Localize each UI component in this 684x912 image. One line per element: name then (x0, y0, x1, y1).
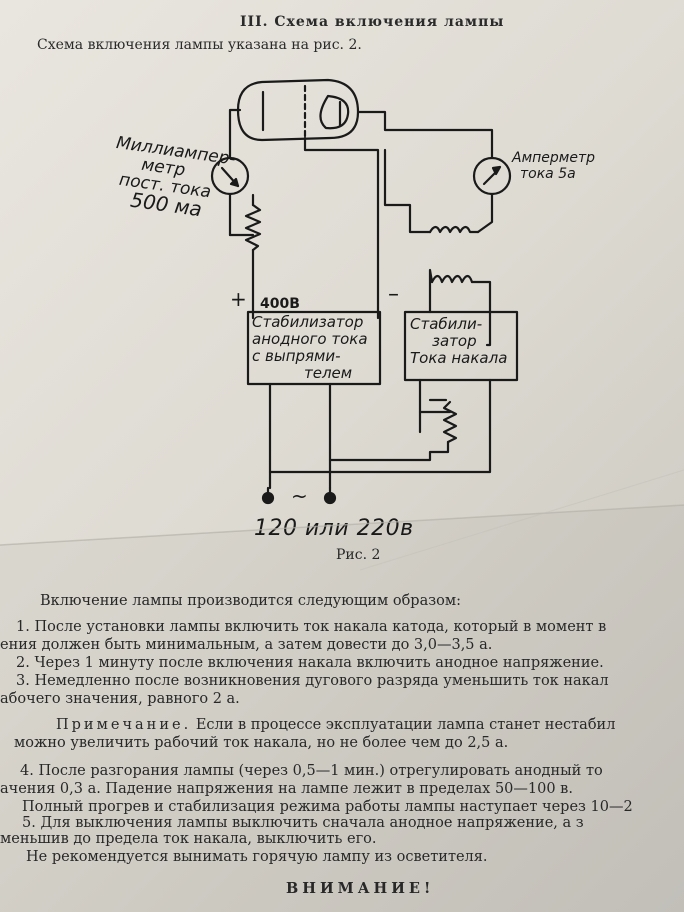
ammeter-label: Амперметр тока 5а (512, 150, 596, 182)
anode-stabilizer-label: Стабилизатор анодного тока с выпрями- те… (252, 313, 368, 382)
step-3-line-2: абочего значения, равного 2 а. (0, 691, 240, 707)
step-4-line-1: 4. После разгорания лампы (через 0,5—1 м… (20, 763, 603, 779)
anode-stabilizer-box (246, 310, 382, 386)
lamp-filament (319, 94, 350, 130)
coil-upper (428, 225, 480, 234)
anode-rheostat (244, 203, 262, 252)
supply-voltage-label: 120 или 220в (254, 516, 414, 541)
voltage-label: 400В (260, 296, 300, 312)
hot-lamp-warning: Не рекомендуется вынимать горячую лампу … (26, 849, 488, 865)
note-line-1: Примечание. Если в процессе эксплуатации… (56, 717, 616, 733)
note-label: Примечание. (56, 717, 192, 733)
circuit-diagram (210, 78, 519, 505)
coil-lower (430, 274, 474, 284)
filament-rheostat (442, 400, 458, 444)
step-1-line-2: ения должен быть минимальным, а затем до… (0, 637, 493, 653)
step-3-line-1: 3. Немедленно после возникновения дугово… (16, 673, 609, 689)
step-2: 2. Через 1 минуту после включения накала… (16, 655, 604, 671)
section-title: III. Схема включения лампы (240, 14, 505, 30)
figure-caption: Рис. 2 (336, 547, 381, 563)
warning-heading: ВНИМАНИЕ! (286, 880, 435, 897)
filament-stabilizer-label: Стабили- затор Тока накала (410, 315, 508, 367)
step-5-line-2: меньшив до предела ток накала, выключить… (0, 831, 377, 847)
wire-lamp-to-mA (228, 108, 242, 160)
minus-sign: – (388, 282, 399, 307)
step-4-line-2: ачения 0,3 а. Падение напряжения на ламп… (0, 781, 573, 797)
plus-sign: + (230, 287, 247, 311)
step-1-line-1: 1. После установки лампы включить ток на… (16, 619, 607, 635)
intro-text: Схема включения лампы указана на рис. 2. (37, 37, 362, 53)
filament-stabilizer-box (403, 310, 519, 382)
terminal-left (261, 491, 275, 505)
lamp-bulb (236, 78, 360, 142)
step-4-line-3: Полный прогрев и стабилизация режима раб… (22, 799, 633, 815)
ac-symbol: ~ (291, 484, 308, 508)
terminal-right (323, 491, 337, 505)
step-5-line-1: 5. Для выключения лампы выключить сначал… (22, 815, 584, 831)
instructions-intro: Включение лампы производится следующим о… (40, 593, 462, 609)
note-line-2: можно увеличить рабочий ток накала, но н… (14, 735, 509, 751)
